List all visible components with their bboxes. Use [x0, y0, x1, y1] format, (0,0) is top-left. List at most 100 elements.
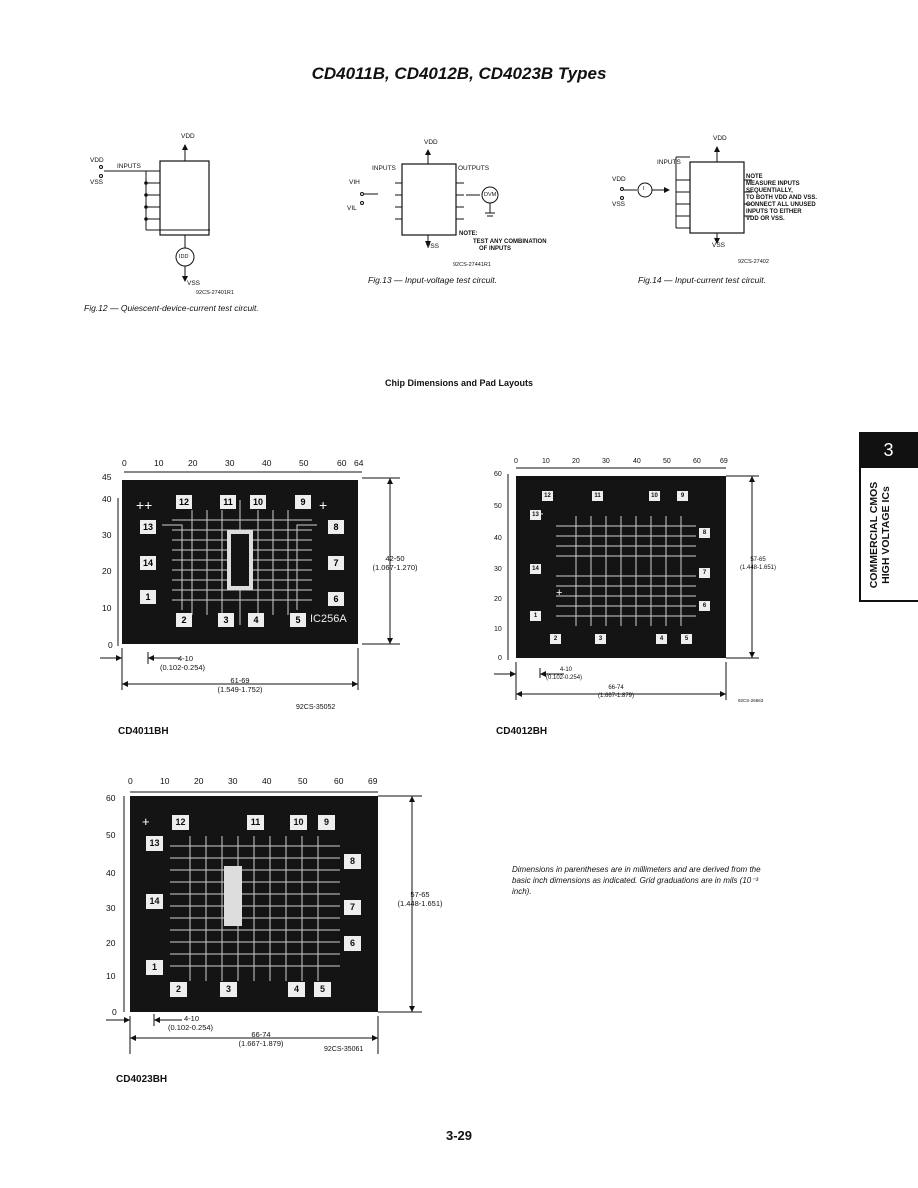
offset-dim-mils: 4-10 [178, 654, 194, 663]
x-tick: 64 [354, 458, 364, 468]
offset-dim-mm: (0.102-0.254) [168, 1023, 214, 1032]
y-tick: 45 [102, 472, 112, 482]
pad: 1 [530, 611, 541, 621]
x-tick: 0 [122, 458, 127, 468]
y-tick: 50 [106, 830, 116, 840]
height-dimension: 57-65 (1.448-1.651) [376, 890, 464, 908]
pad: 1 [140, 590, 156, 604]
x-tick: 50 [298, 776, 308, 786]
side-tab-line: HIGH VOLTAGE ICs [880, 486, 892, 584]
chip-axes [106, 791, 422, 1054]
pad: 1 [146, 960, 163, 975]
fig13-schematic [360, 149, 499, 247]
x-tick: 40 [633, 458, 641, 465]
y-tick: 30 [106, 903, 116, 913]
chip-layout-cd4011bh: 0 10 20 30 40 50 60 64 45 40 30 20 10 0 [100, 458, 440, 718]
y-tick: 60 [494, 471, 502, 478]
fig13-vih: VIH [349, 179, 360, 186]
pad: 14 [140, 556, 156, 570]
y-tick: 0 [498, 655, 502, 662]
svg-text:++: ++ [136, 497, 152, 513]
fig14-diagram: VDD INPUTS VDD VSS I VSS NOTE MEASURE IN… [612, 128, 832, 273]
fig13-inputs-label: INPUTS [372, 165, 396, 172]
pad: 10 [250, 495, 266, 509]
offset-dim-mm: (0.102-0.254) [546, 675, 583, 681]
x-tick: 10 [160, 776, 170, 786]
fig12-caption: Fig.12 — Quiescent-device-current test c… [84, 303, 259, 313]
fig14-note-line: INPUTS TO EITHER [746, 209, 802, 215]
y-tick: 60 [106, 793, 116, 803]
fig14-note-line: TO BOTH VDD AND VSS. [746, 195, 818, 201]
pad: 14 [530, 564, 541, 574]
fig14-inputs-label: INPUTS [657, 159, 681, 166]
fig14-note: NOTE MEASURE INPUTS SEQUENTIALLY, TO BOT… [746, 174, 817, 223]
fig13-note-line: TEST ANY COMBINATION [473, 239, 547, 245]
pad: 4 [656, 634, 667, 644]
pad: 9 [318, 815, 335, 830]
offset-dimension: 4-10 (0.102-0.254) [168, 1014, 248, 1032]
pad: 2 [170, 982, 187, 997]
pad: 9 [295, 495, 311, 509]
pad: 3 [595, 634, 606, 644]
fig12-diagram: VDD VDD VSS INPUTS IDD VSS 92CS-27401R1 [90, 130, 290, 310]
fig14-vss-bottom: VSS [712, 242, 726, 249]
die-traces: + + [536, 506, 696, 626]
die-traces: + [142, 814, 340, 981]
fig13-caption: Fig.13 — Input-voltage test circuit. [368, 275, 497, 285]
chip-code: 92CS-35052 [296, 704, 336, 711]
side-tab-text: COMMERCIAL CMOS HIGH VOLTAGE ICs [868, 470, 892, 600]
y-tick: 40 [494, 535, 502, 542]
page-title: CD4011B, CD4012B, CD4023B Types [311, 64, 607, 83]
die-marking: IC256A [310, 613, 347, 625]
fig12-vdd-left: VDD [90, 157, 104, 164]
fig12-schematic [99, 144, 210, 282]
fig13-note-line: OF INPUTS [479, 246, 512, 252]
width-dim-mm: (1.667-1.879) [597, 693, 635, 699]
x-tick: 30 [228, 776, 238, 786]
die-image: + [130, 796, 378, 1012]
x-tick: 40 [262, 458, 272, 468]
section-title: Chip Dimensions and Pad Layouts [384, 378, 534, 388]
y-tick: 20 [102, 566, 112, 576]
width-dimension: 61-69 (1.549-1.752) [190, 676, 290, 694]
fig12-vss-bottom: VSS [187, 280, 201, 287]
svg-text:+: + [142, 814, 150, 829]
fig14-schematic [620, 146, 752, 244]
pad: 11 [592, 491, 603, 501]
fig14-note-line: CONNECT ALL UNUSED [746, 202, 816, 208]
offset-dim-mils: 4-10 [184, 1014, 200, 1023]
pad: 3 [220, 982, 237, 997]
fig14-code: 92CS-27402 [738, 259, 769, 265]
fig14-meter-label: I [643, 186, 645, 192]
width-dimension: 66-74 (1.667-1.879) [576, 684, 656, 700]
chip-name: CD4012BH [496, 726, 548, 737]
fig13-vss: VSS [426, 243, 440, 250]
x-tick: 60 [334, 776, 344, 786]
fig13-code: 92CS-27441R1 [453, 262, 491, 268]
pad: 10 [290, 815, 307, 830]
pad: 5 [314, 982, 331, 997]
width-dim-mm: (1.667-1.879) [238, 1039, 284, 1048]
fig14-note-line: SEQUENTIALLY, [746, 188, 793, 194]
chip-layout-cd4023bh: 0 10 20 30 40 50 60 69 60 50 40 30 20 10… [106, 776, 466, 1066]
y-tick: 20 [494, 596, 502, 603]
x-tick: 0 [514, 458, 518, 465]
height-dim-mils: 42-50 [385, 554, 405, 563]
pad: 8 [344, 854, 361, 869]
pad: 2 [550, 634, 561, 644]
y-tick: 0 [108, 640, 113, 650]
fig12-vdd-top: VDD [181, 133, 195, 140]
x-tick: 20 [572, 458, 580, 465]
pad: 13 [146, 836, 163, 851]
offset-dim-mm: (0.102-0.254) [160, 663, 206, 672]
chip-axes [100, 471, 400, 690]
width-dim-mils: 66-74 [608, 685, 624, 691]
x-tick: 69 [720, 458, 728, 465]
fig13-outputs-label: OUTPUTS [458, 165, 490, 172]
fig14-note-line: VDD OR VSS. [746, 216, 785, 222]
width-dimension: 66-74 (1.667-1.879) [216, 1030, 306, 1048]
x-tick: 30 [225, 458, 235, 468]
offset-dimension: 4-10 (0.102-0.254) [546, 666, 616, 682]
pad: 7 [328, 556, 344, 570]
pad: 2 [176, 613, 192, 627]
